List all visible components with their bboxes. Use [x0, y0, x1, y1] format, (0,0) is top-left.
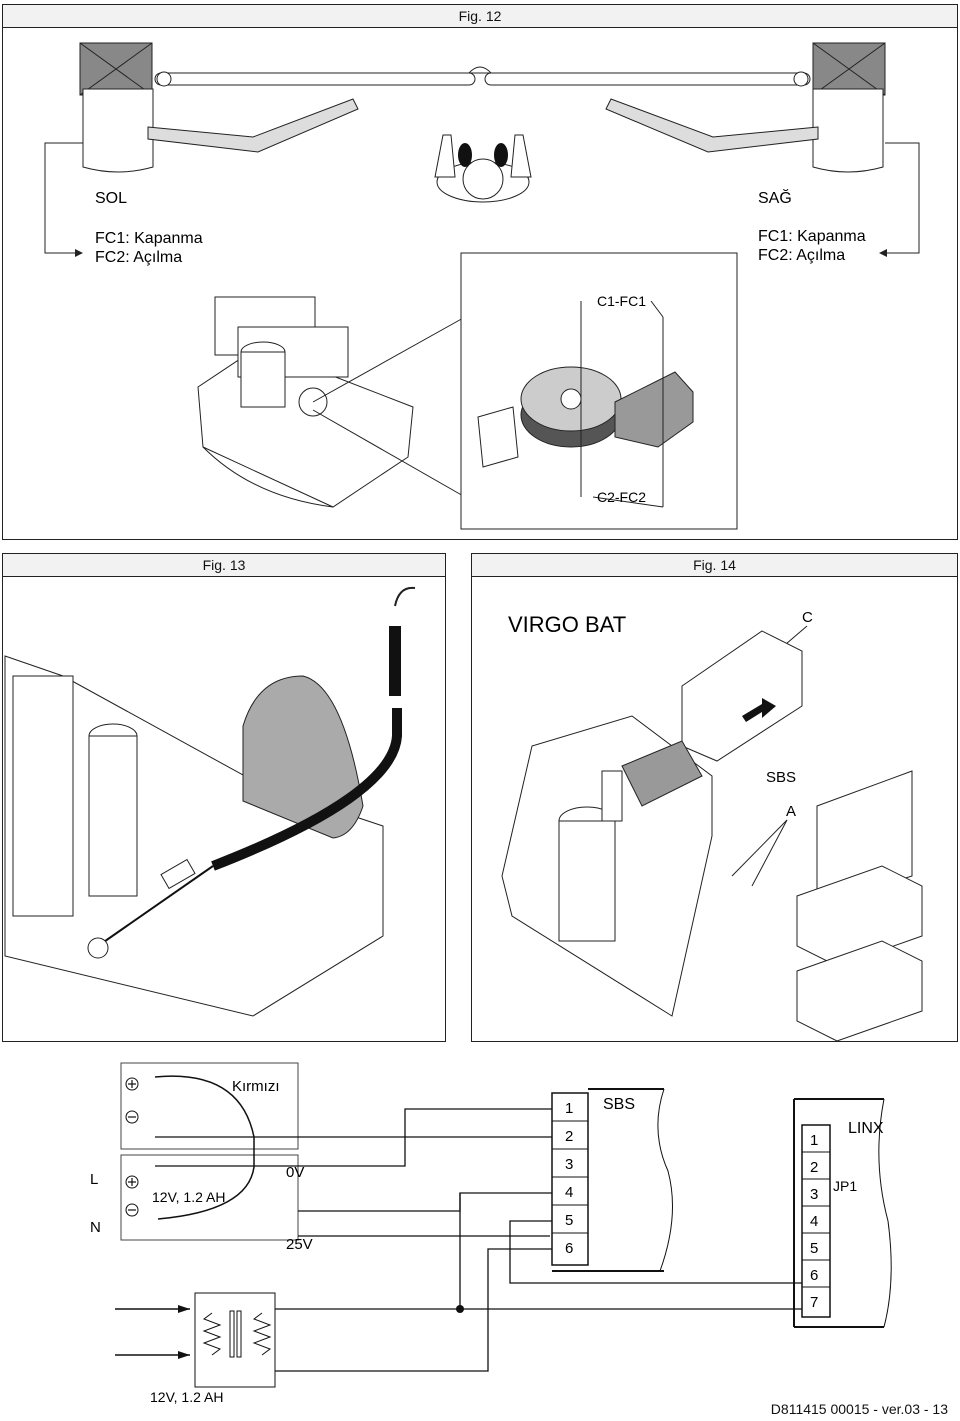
- cover-shape: [242, 675, 364, 839]
- linx-terminal-2: 2: [810, 1159, 818, 1176]
- v0-label: 0V: [286, 1164, 304, 1181]
- label-c: C: [802, 609, 813, 626]
- sbs-title: SBS: [603, 1096, 635, 1113]
- right-fc1-label: FC1: Kapanma: [758, 228, 866, 245]
- v25-label: 25V: [286, 1236, 313, 1253]
- sensor-probe: [389, 626, 401, 696]
- linx-title: LINX: [848, 1120, 884, 1137]
- label-sbs: SBS: [766, 769, 796, 786]
- left-callout-line: [44, 142, 83, 254]
- c2-fc2-label: C2-FC2: [597, 489, 646, 505]
- right-gate-leaf: [484, 72, 811, 86]
- sbs-terminal-2: 2: [565, 1128, 573, 1145]
- left-side-label: SOL: [95, 190, 127, 207]
- motor-unit: [197, 296, 466, 508]
- battery-lower: [120, 1154, 299, 1241]
- l-label: L: [90, 1171, 98, 1188]
- document-code: D811415 00015 - ver.03 - 13: [770, 1401, 948, 1417]
- battery-bottom: [796, 940, 923, 1041]
- sbs-terminal-1: 1: [565, 1100, 573, 1117]
- cover-c: [681, 630, 803, 762]
- linx-terminal-3: 3: [810, 1186, 818, 1203]
- sensor-wire: [394, 586, 416, 607]
- right-pillar: [812, 42, 886, 96]
- person-icon: [434, 134, 532, 203]
- fig12-title: Fig. 12: [3, 5, 957, 28]
- label-a: A: [786, 803, 796, 820]
- junction-dot: [456, 1305, 464, 1313]
- red-wire: [154, 1075, 255, 1220]
- battery-upper: [120, 1062, 299, 1150]
- fig12-panel: Fig. 12: [2, 4, 958, 540]
- sbs-terminal-5: 5: [565, 1212, 573, 1229]
- linx-terminal-block: [801, 1124, 831, 1318]
- sbs-terminal-6: 6: [565, 1240, 573, 1257]
- left-operator: [82, 88, 154, 173]
- product-name: VIRGO BAT: [508, 612, 626, 637]
- sensor-cable: [211, 708, 402, 871]
- fig13-title: Fig. 13: [3, 554, 445, 577]
- gate-stop: [467, 66, 493, 74]
- right-callout-line: [885, 142, 920, 254]
- linx-terminal-7: 7: [810, 1294, 818, 1311]
- battery-label: 12V, 1.2 AH: [152, 1189, 225, 1205]
- battery-top: [796, 865, 923, 967]
- sbs-terminal: [601, 770, 623, 822]
- sbs-board: [621, 740, 703, 807]
- left-arm: [147, 98, 359, 153]
- left-gate-leaf: [154, 72, 476, 86]
- fig12-drawing: SOL FC1: Kapanma FC2: Açılma SAĞ FC1: Ka…: [44, 42, 920, 530]
- right-operator: [812, 88, 884, 173]
- linx-terminal-6: 6: [810, 1267, 818, 1284]
- left-fc1-label: FC1: Kapanma: [95, 230, 203, 247]
- c1-fc1-label: C1-FC1: [597, 293, 646, 309]
- linx-terminal-labels: 1 2 3 4 5 6 7: [802, 1132, 830, 1311]
- linx-terminal-5: 5: [810, 1240, 818, 1257]
- motor-body: [88, 735, 138, 897]
- left-fc2-label: FC2: Açılma: [95, 249, 182, 266]
- right-fc2-label: FC2: Açılma: [758, 247, 845, 264]
- fig13-drawing: [4, 586, 416, 1017]
- sbs-terminal-3: 3: [565, 1156, 573, 1173]
- linx-terminal-1: 1: [810, 1132, 818, 1149]
- red-wire-label: Kırmızı: [232, 1078, 280, 1095]
- sbs-terminal-labels: 1 2 3 4 5 6: [552, 1100, 588, 1257]
- left-pillar: [79, 42, 153, 96]
- right-arm: [605, 98, 819, 153]
- fig14-drawing: VIRGO BAT C SBS A: [501, 609, 923, 1041]
- n-label: N: [90, 1219, 101, 1236]
- sbs-terminal-block: [551, 1092, 589, 1266]
- fig14-title: Fig. 14: [472, 554, 957, 577]
- transformer-label: 12V, 1.2 AH: [150, 1389, 223, 1405]
- linx-terminal-4: 4: [810, 1213, 818, 1230]
- right-side-label: SAĞ: [758, 188, 792, 207]
- sbs-terminal-4: 4: [565, 1184, 573, 1201]
- wiring-diagram: Kırmızı 12V, 1.2 AH L N 0V 25V SBS 1 2 3 4 5…: [90, 1062, 892, 1405]
- limit-switch-detail: [477, 317, 694, 507]
- fig13-panel: Fig. 13: [2, 553, 446, 1042]
- fig14-panel: Fig. 14 VIRGO BAT C SBS A: [471, 553, 958, 1042]
- jp1-label: JP1: [833, 1178, 857, 1194]
- sensor-magnet: [87, 937, 109, 959]
